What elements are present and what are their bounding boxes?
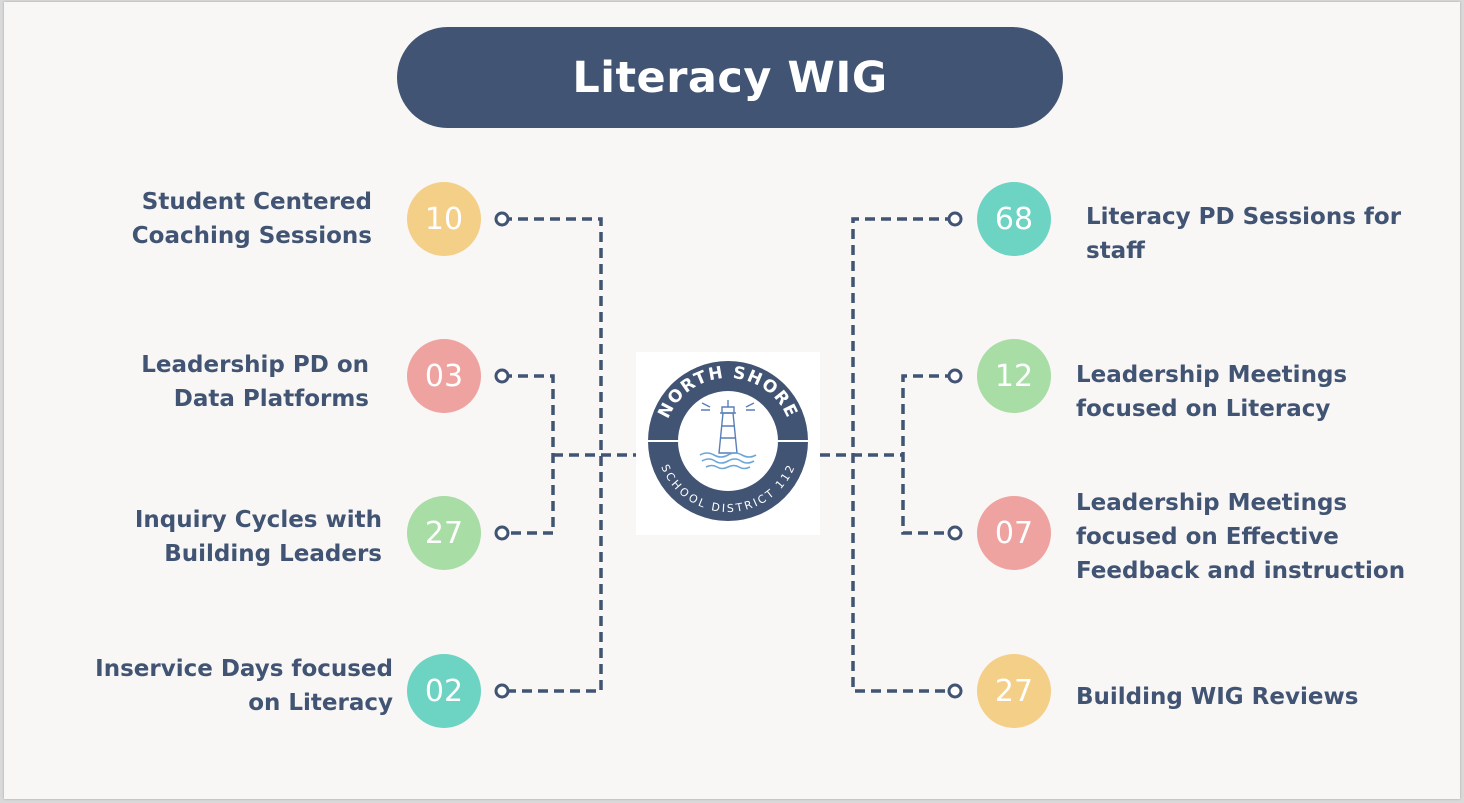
stat-label-line: Inquiry Cycles with: [134, 507, 382, 533]
stat-label: Student Centered Coaching Sessions: [132, 185, 372, 253]
connector-dot: [494, 368, 510, 384]
stat-label: Inquiry Cycles with Building Leaders: [135, 503, 382, 571]
stat-circle: 10: [407, 182, 481, 256]
stat-label-line: Inservice Days focused: [95, 656, 393, 682]
stat-label-line: Data Platforms: [173, 386, 369, 412]
stat-value: 27: [424, 515, 464, 551]
connector-dot: [947, 368, 963, 384]
connector-dot: [494, 525, 510, 541]
stat-label-line: Student Centered: [141, 189, 372, 215]
stat-label-line: focused on Effective: [1076, 524, 1339, 550]
stat-label-line: Leadership Meetings: [1076, 362, 1348, 388]
connector-dot: [494, 683, 510, 699]
stat-circle: 27: [407, 496, 481, 570]
stat-label-line: Literacy PD Sessions for: [1086, 204, 1402, 230]
stat-label-line: Building WIG Reviews: [1076, 684, 1359, 710]
page-title: Literacy WIG: [572, 52, 888, 103]
stat-circle: 07: [977, 496, 1051, 570]
connector-dot: [947, 525, 963, 541]
stat-label: Leadership PD on Data Platforms: [141, 348, 369, 416]
stat-label: Building WIG Reviews: [1076, 680, 1358, 714]
stat-circle: 27: [977, 654, 1051, 728]
connector-dot: [947, 683, 963, 699]
stat-value: 12: [994, 358, 1034, 394]
stat-value: 07: [994, 515, 1034, 551]
stat-label-line: Building Leaders: [164, 541, 382, 567]
stat-value: 02: [424, 673, 464, 709]
lighthouse-logo-icon: NORTH SHORE SCHOOL DISTRICT 112: [648, 361, 808, 521]
stat-label: Literacy PD Sessions for staff: [1086, 200, 1401, 268]
stat-value: 68: [994, 201, 1034, 237]
district-logo: NORTH SHORE SCHOOL DISTRICT 112: [636, 352, 820, 535]
stat-label-line: Leadership PD on: [141, 352, 369, 378]
stat-circle: 12: [977, 339, 1051, 413]
stat-label-line: staff: [1086, 238, 1145, 264]
stat-circle: 03: [407, 339, 481, 413]
stat-label-line: Leadership Meetings: [1076, 490, 1348, 516]
connector-dot: [947, 211, 963, 227]
stat-value: 10: [424, 201, 464, 237]
stat-label-line: Feedback and instruction: [1076, 558, 1406, 584]
title-banner: Literacy WIG: [397, 27, 1063, 128]
stat-label-line: Coaching Sessions: [131, 223, 372, 249]
stat-label: Leadership Meetings focused on Literacy: [1076, 358, 1347, 426]
stat-label-line: on Literacy: [248, 690, 393, 716]
stat-value: 27: [994, 673, 1034, 709]
connector-dot: [494, 211, 510, 227]
stat-value: 03: [424, 358, 464, 394]
stat-label: Inservice Days focused on Literacy: [95, 652, 393, 720]
stat-label-line: focused on Literacy: [1076, 396, 1331, 422]
stat-circle: 68: [977, 182, 1051, 256]
stat-label: Leadership Meetings focused on Effective…: [1076, 486, 1405, 588]
stat-circle: 02: [407, 654, 481, 728]
